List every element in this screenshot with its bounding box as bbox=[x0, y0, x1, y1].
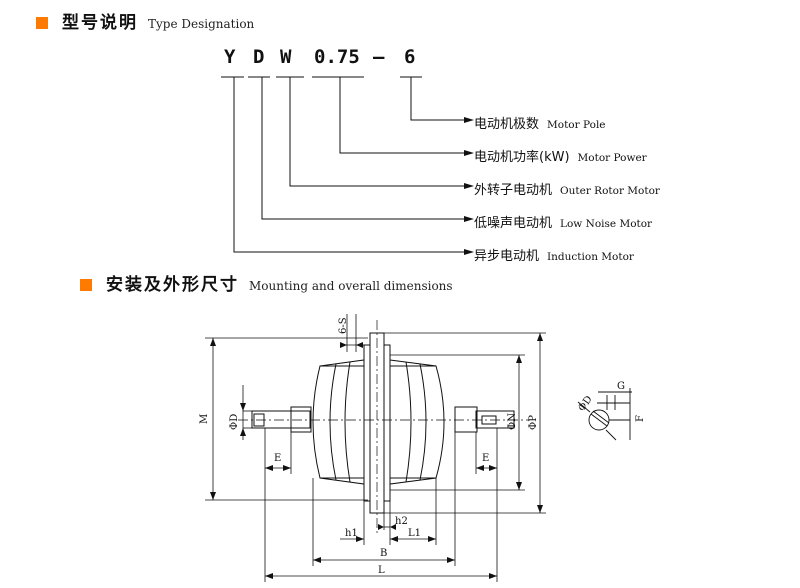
label-motor-power: 电动机功率(kW) Motor Power bbox=[474, 150, 647, 165]
orange-square-icon bbox=[80, 279, 92, 291]
label-low-noise: 低噪声电动机 Low Noise Motor bbox=[474, 216, 653, 231]
label-motor-pole: 电动机极数 Motor Pole bbox=[474, 117, 606, 132]
dim-label-G: G bbox=[617, 381, 625, 392]
dim-label-E-left: E bbox=[274, 453, 281, 464]
motor-drawing bbox=[251, 332, 515, 514]
dimension-lines bbox=[205, 314, 546, 582]
dim-label-phiP: ΦP bbox=[528, 415, 539, 430]
code-part-power: 0.75 bbox=[314, 46, 360, 68]
shaft-section-detail bbox=[577, 388, 632, 441]
type-designation-title-cn: 型号说明 bbox=[62, 13, 138, 33]
orange-square-icon bbox=[36, 17, 48, 29]
code-part-dash: – bbox=[373, 46, 385, 68]
label-induction: 异步电动机 Induction Motor bbox=[474, 249, 634, 264]
dim-label-h2: h2 bbox=[395, 516, 408, 527]
dim-label-phiN: ΦN bbox=[507, 413, 518, 430]
dim-label-L1: L1 bbox=[408, 528, 421, 539]
dim-label-h1: h1 bbox=[345, 528, 358, 539]
mounting-title-en: Mounting and overall dimensions bbox=[249, 279, 453, 293]
dim-label-B: B bbox=[380, 548, 387, 559]
dim-label-E-right: E bbox=[482, 453, 489, 464]
code-part-y: Y bbox=[224, 46, 236, 68]
dimension-text: M ΦD ΦN ΦP 6-S E E h1 h2 L1 B L G F ΦD bbox=[199, 317, 646, 576]
dim-label-M: M bbox=[199, 414, 210, 424]
dim-label-L: L bbox=[378, 565, 385, 576]
dim-label-F: F bbox=[635, 415, 646, 422]
mounting-heading: 安装及外形尺寸 Mounting and overall dimensions bbox=[80, 270, 453, 295]
dim-label-6S: 6-S bbox=[338, 317, 349, 334]
dimension-arrows bbox=[210, 333, 543, 579]
mounting-title-cn: 安装及外形尺寸 bbox=[106, 275, 239, 295]
dim-label-phiD-small: ΦD bbox=[576, 394, 594, 414]
code-part-d: D bbox=[253, 46, 265, 68]
code-part-pole: 6 bbox=[404, 46, 416, 68]
code-part-w: W bbox=[280, 46, 292, 68]
label-outer-rotor: 外转子电动机 Outer Rotor Motor bbox=[474, 183, 660, 198]
type-designation-heading: 型号说明 Type Designation bbox=[36, 8, 254, 33]
center-lines bbox=[238, 320, 530, 535]
designation-leader-lines bbox=[221, 76, 466, 253]
type-designation-title-en: Type Designation bbox=[148, 17, 255, 31]
dim-label-phiD: ΦD bbox=[229, 414, 240, 430]
